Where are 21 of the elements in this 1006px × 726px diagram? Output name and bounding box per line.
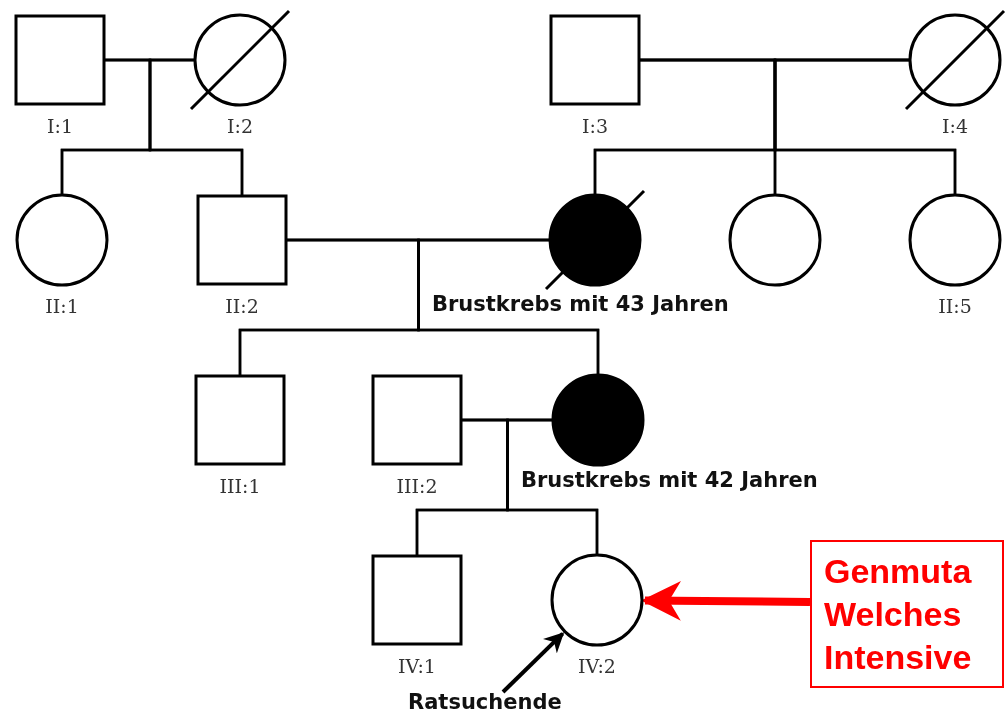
individual-label: II:5 <box>937 295 973 317</box>
arrow <box>501 632 565 694</box>
individual-label: IV:2 <box>577 655 617 677</box>
individual-label: II:2 <box>224 295 260 317</box>
individual-label: III:1 <box>218 475 262 497</box>
individual-label: I:3 <box>581 115 609 137</box>
pedigree-line <box>148 58 244 195</box>
callout-box: Genmuta Welches Intensive <box>810 540 1004 688</box>
pedigree-line <box>506 418 599 555</box>
individual-label: I:1 <box>46 115 74 137</box>
individual-label: I:4 <box>941 115 969 137</box>
individual-label: II:1 <box>44 295 80 317</box>
individual-label: I:2 <box>226 115 254 137</box>
caption-text: Ratsuchende <box>408 690 562 714</box>
individual-label: IV:1 <box>397 655 437 677</box>
annotation-text: Brustkrebs mit 43 Jahren <box>432 292 729 316</box>
pedigree-line <box>417 238 600 375</box>
arrow <box>641 580 811 621</box>
pedigree-line <box>773 58 957 195</box>
individual-label: III:2 <box>395 475 439 497</box>
annotation-text: Brustkrebs mit 42 Jahren <box>521 468 818 492</box>
